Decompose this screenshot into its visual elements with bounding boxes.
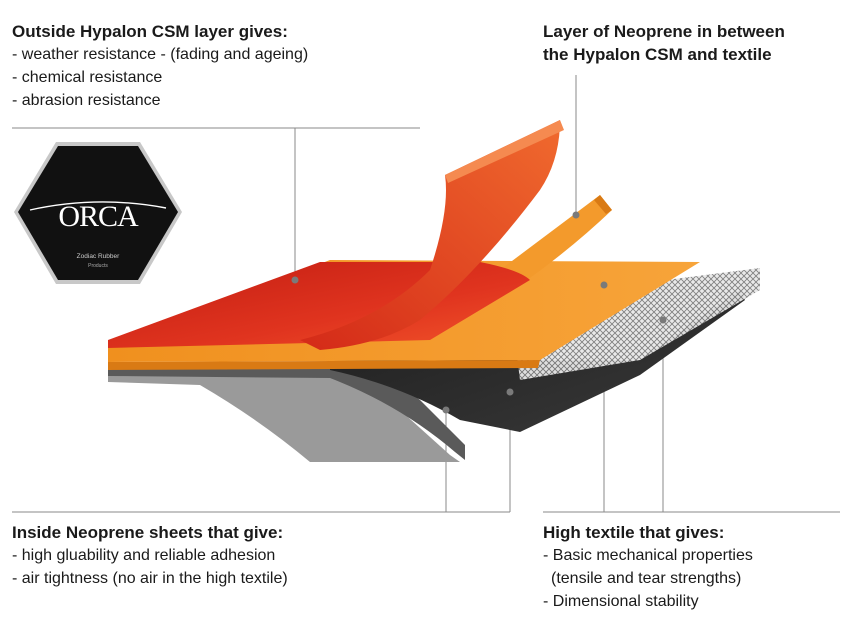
callout-outer-hypalon-item: - abrasion resistance bbox=[12, 92, 161, 109]
logo-hexagon bbox=[18, 146, 178, 280]
dot-textile-a bbox=[600, 281, 608, 289]
callout-outer-hypalon: Outside Hypalon CSM layer gives: - weath… bbox=[12, 20, 432, 112]
inner-neoprene-lower bbox=[108, 362, 465, 460]
neoprene-orange-edge bbox=[108, 360, 540, 370]
dot-inner-neoprene-b bbox=[506, 388, 514, 396]
callout-high-textile: High textile that gives: - Basic mechani… bbox=[543, 521, 843, 613]
callout-neoprene-between-heading-1: Layer of Neoprene in between bbox=[543, 22, 785, 41]
callout-high-textile-item: - Basic mechanical properties bbox=[543, 547, 753, 564]
callout-outer-hypalon-heading: Outside Hypalon CSM layer gives: bbox=[12, 22, 288, 41]
callout-neoprene-between-heading-2: the Hypalon CSM and textile bbox=[543, 45, 772, 64]
hypalon-red-flap-top bbox=[445, 120, 564, 183]
dot-neoprene-between bbox=[572, 211, 580, 219]
dot-textile-b bbox=[659, 316, 667, 324]
connector-dots bbox=[291, 211, 667, 414]
logo-brand: ORCA bbox=[58, 200, 139, 233]
callout-inner-neoprene: Inside Neoprene sheets that give: - high… bbox=[12, 521, 432, 590]
neoprene-orange-flap-edge bbox=[594, 195, 612, 214]
logo-swoosh-icon bbox=[29, 201, 167, 211]
callout-inner-neoprene-heading: Inside Neoprene sheets that give: bbox=[12, 523, 284, 542]
dot-inner-neoprene-a bbox=[442, 406, 450, 414]
callout-outer-hypalon-item: - weather resistance - (fading and agein… bbox=[12, 46, 309, 63]
logo-sub: Products bbox=[88, 263, 108, 269]
orca-logo: ORCA Zodiac Rubber Products bbox=[14, 142, 182, 284]
neoprene-orange-flap bbox=[380, 195, 612, 340]
callout-neoprene-between: Layer of Neoprene in between the Hypalon… bbox=[543, 20, 843, 66]
callout-inner-neoprene-item: - air tightness (no air in the high text… bbox=[12, 570, 288, 587]
callout-high-textile-heading: High textile that gives: bbox=[543, 523, 725, 542]
callout-high-textile-item: - Dimensional stability bbox=[543, 593, 699, 610]
callout-inner-neoprene-item: - high gluability and reliable adhesion bbox=[12, 547, 276, 564]
hypalon-red-flap bbox=[300, 120, 560, 350]
dot-hypalon bbox=[291, 276, 299, 284]
callout-high-textile-item: (tensile and tear strengths) bbox=[551, 570, 742, 587]
callout-outer-hypalon-item: - chemical resistance bbox=[12, 69, 163, 86]
logo-tagline: Zodiac Rubber bbox=[77, 253, 120, 260]
